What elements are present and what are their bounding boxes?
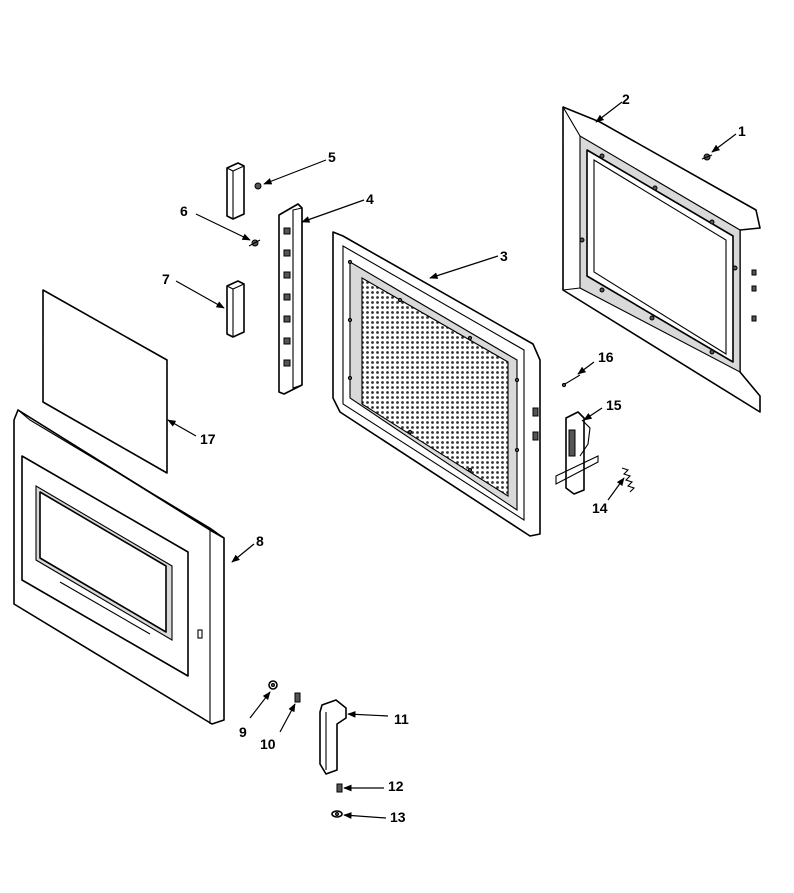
callout-labels: 1 2 3 4 5 6 7 8 9 10 11 12 13 14 15 16 1… (162, 91, 746, 825)
part-15-latch (555, 411, 599, 495)
callout-7: 7 (162, 271, 170, 287)
callout-17: 17 (200, 431, 216, 447)
leader-14 (607, 477, 625, 501)
leader-3 (429, 255, 499, 279)
leader-17 (167, 419, 197, 437)
leader-1 (711, 133, 737, 153)
part-12-screw (336, 783, 343, 793)
leader-6 (195, 213, 251, 241)
part-4-hinge-bracket (278, 203, 303, 395)
callout-8: 8 (256, 533, 264, 549)
callout-4: 4 (366, 191, 374, 207)
callout-5: 5 (328, 149, 336, 165)
part-8-front-door (13, 409, 225, 725)
part-5-screw (254, 182, 262, 190)
part-16-pin (561, 374, 581, 388)
callout-3: 3 (500, 248, 508, 264)
part-7-block (226, 280, 245, 338)
leader-15 (583, 407, 603, 421)
leader-2 (595, 101, 623, 123)
part-11-handle (319, 699, 347, 775)
leader-7 (175, 280, 225, 309)
callout-11: 11 (394, 711, 409, 727)
part-17-glass-panel (42, 289, 168, 474)
part-14-spring (621, 467, 636, 493)
leader-16 (577, 361, 595, 375)
leader-9 (249, 691, 271, 719)
part-9-nut (268, 680, 278, 690)
part-2-door-frame (562, 106, 761, 413)
callout-13: 13 (390, 809, 406, 825)
leader-13 (343, 812, 387, 819)
callout-14: 14 (592, 500, 608, 516)
leader-lines (167, 101, 737, 819)
callout-10: 10 (260, 736, 276, 752)
part-10-spring (294, 692, 301, 703)
leader-8 (231, 543, 255, 563)
callout-6: 6 (180, 203, 188, 219)
callout-12: 12 (388, 778, 404, 794)
leader-11 (347, 711, 389, 718)
part-13-washer (331, 810, 343, 818)
callout-15: 15 (606, 397, 622, 413)
part-3-inner-door (332, 231, 541, 537)
callout-16: 16 (598, 349, 614, 365)
callout-2: 2 (622, 91, 630, 107)
part-5-block (226, 162, 245, 220)
part-6-screw (248, 239, 261, 247)
leader-5 (263, 159, 327, 185)
part-1-screw (701, 153, 713, 161)
leader-4 (301, 199, 365, 223)
callout-9: 9 (239, 724, 247, 740)
leader-10 (279, 703, 296, 733)
callout-1: 1 (738, 123, 746, 139)
